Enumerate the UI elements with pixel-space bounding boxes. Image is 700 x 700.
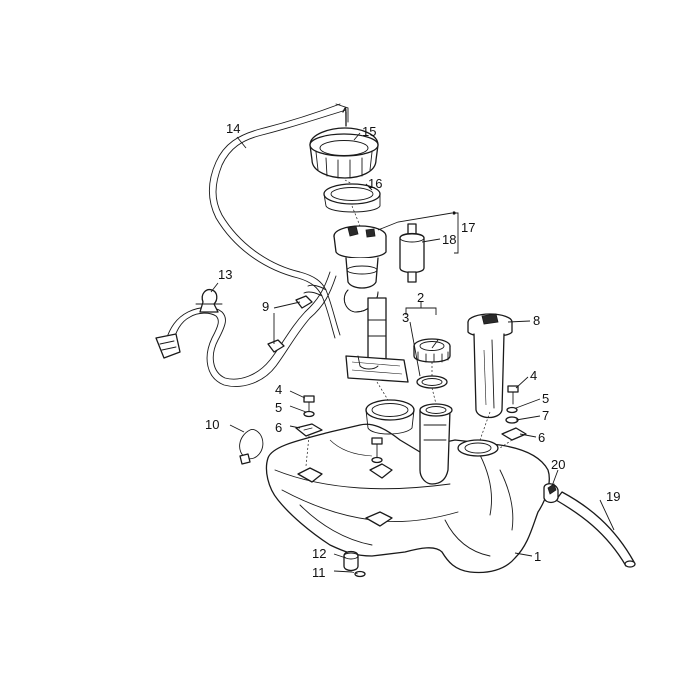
callout-4a: 4 [275,382,282,397]
screw-center [371,437,383,464]
callout-10: 10 [205,417,219,432]
callout-16: 16 [368,176,382,191]
breather-hose [208,103,349,339]
callout-labels: 1 2 3 4 4 5 5 6 6 7 8 9 10 11 12 13 14 1… [205,121,620,580]
fuel-filter [399,223,425,283]
filler-cap [413,338,451,389]
callout-6a: 6 [275,420,282,435]
fasteners-right [501,385,527,441]
callout-19: 19 [606,489,620,504]
vent-hose [155,271,337,387]
callout-1: 1 [534,549,541,564]
callout-11: 11 [312,565,326,580]
callout-18: 18 [442,232,456,247]
callout-14: 14 [226,121,240,136]
callout-9: 9 [262,299,269,314]
locking-ring [309,127,379,179]
callout-4b: 4 [530,368,537,383]
callout-5b: 5 [542,391,549,406]
callout-17: 17 [461,220,475,235]
callout-2: 2 [417,290,424,305]
fasteners-left [295,395,323,437]
level-sensor [467,313,513,419]
callout-7: 7 [542,408,549,423]
fuel-tank [265,399,550,574]
assembly-brackets [305,179,513,575]
callout-20: 20 [551,457,565,472]
pump-gasket [323,183,381,213]
callout-6b: 6 [538,430,545,445]
callout-5a: 5 [275,400,282,415]
hose-clamp [239,429,264,465]
callout-15: 15 [362,124,376,139]
callout-12: 12 [312,546,326,561]
rubber-mount [343,550,366,578]
callout-8: 8 [533,313,540,328]
callout-13: 13 [218,267,232,282]
drain-hose [543,483,636,568]
leader-lines [210,132,615,573]
callout-3: 3 [402,310,409,325]
fuel-pump [333,225,409,383]
